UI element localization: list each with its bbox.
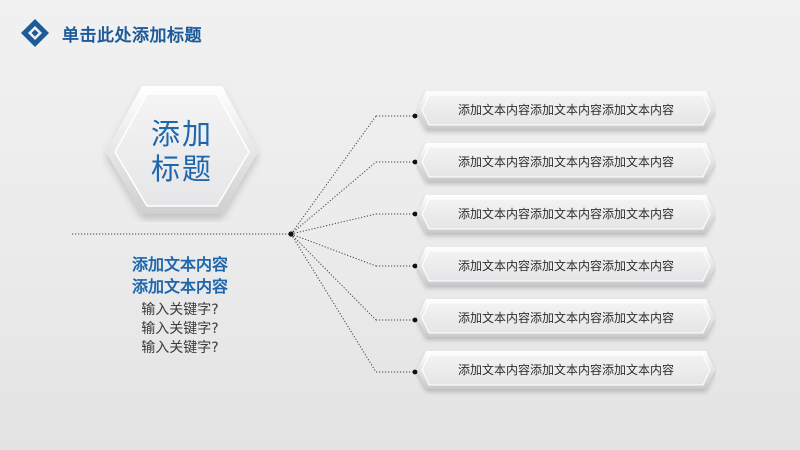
connector-3 [290, 213, 377, 235]
connector-1 [290, 115, 377, 235]
keyword-line-3: 输入关键字? [141, 340, 219, 356]
diamond-logo-icon [21, 19, 49, 47]
content-box-4[interactable]: 添加文本内容添加文本内容添加文本内容 [416, 246, 716, 286]
end-dot-4 [412, 263, 418, 269]
content-box-1[interactable]: 添加文本内容添加文本内容添加文本内容 [416, 90, 716, 130]
blue-text-line-2: 添加文本内容 [131, 277, 228, 296]
keyword-line-2: 输入关键字? [141, 321, 219, 337]
box-label-6: 添加文本内容添加文本内容添加文本内容 [457, 363, 674, 377]
connector-6 [290, 233, 377, 373]
content-box-2[interactable]: 添加文本内容添加文本内容添加文本内容 [416, 142, 716, 182]
end-dot-6 [412, 369, 418, 375]
end-dot-3 [412, 211, 418, 217]
content-box-6[interactable]: 添加文本内容添加文本内容添加文本内容 [416, 350, 716, 390]
content-box-3[interactable]: 添加文本内容添加文本内容添加文本内容 [416, 194, 716, 234]
box-label-3: 添加文本内容添加文本内容添加文本内容 [457, 207, 674, 221]
hexagon-text: 添加 标题 [102, 82, 262, 222]
hexagon-line-1: 添加 [150, 117, 213, 151]
slide-title[interactable]: 单击此处添加标题 [62, 25, 202, 46]
connector-2 [290, 161, 377, 235]
end-dot-5 [412, 317, 418, 323]
hexagon-title-shape[interactable]: 添加 标题 [102, 82, 262, 222]
keyword-line-1: 输入关键字? [141, 302, 219, 318]
end-dot-1 [412, 113, 418, 119]
box-label-1: 添加文本内容添加文本内容添加文本内容 [457, 103, 674, 117]
hub-dot [288, 231, 294, 237]
hexagon-line-2: 标题 [150, 152, 213, 186]
connector-4 [290, 233, 377, 267]
hexagon-graphic [106, 86, 258, 214]
box-label-5: 添加文本内容添加文本内容添加文本内容 [457, 311, 674, 325]
end-dot-2 [412, 159, 418, 165]
content-box-5[interactable]: 添加文本内容添加文本内容添加文本内容 [416, 298, 716, 338]
box-label-2: 添加文本内容添加文本内容添加文本内容 [457, 155, 674, 169]
blue-text-line-1: 添加文本内容 [131, 255, 228, 274]
connector-5 [290, 233, 377, 321]
header: 单击此处添加标题 [20, 18, 202, 48]
box-label-4: 添加文本内容添加文本内容添加文本内容 [457, 259, 674, 273]
left-text-block[interactable]: 添加文本内容 添加文本内容 输入关键字? 输入关键字? 输入关键字? [100, 254, 260, 358]
